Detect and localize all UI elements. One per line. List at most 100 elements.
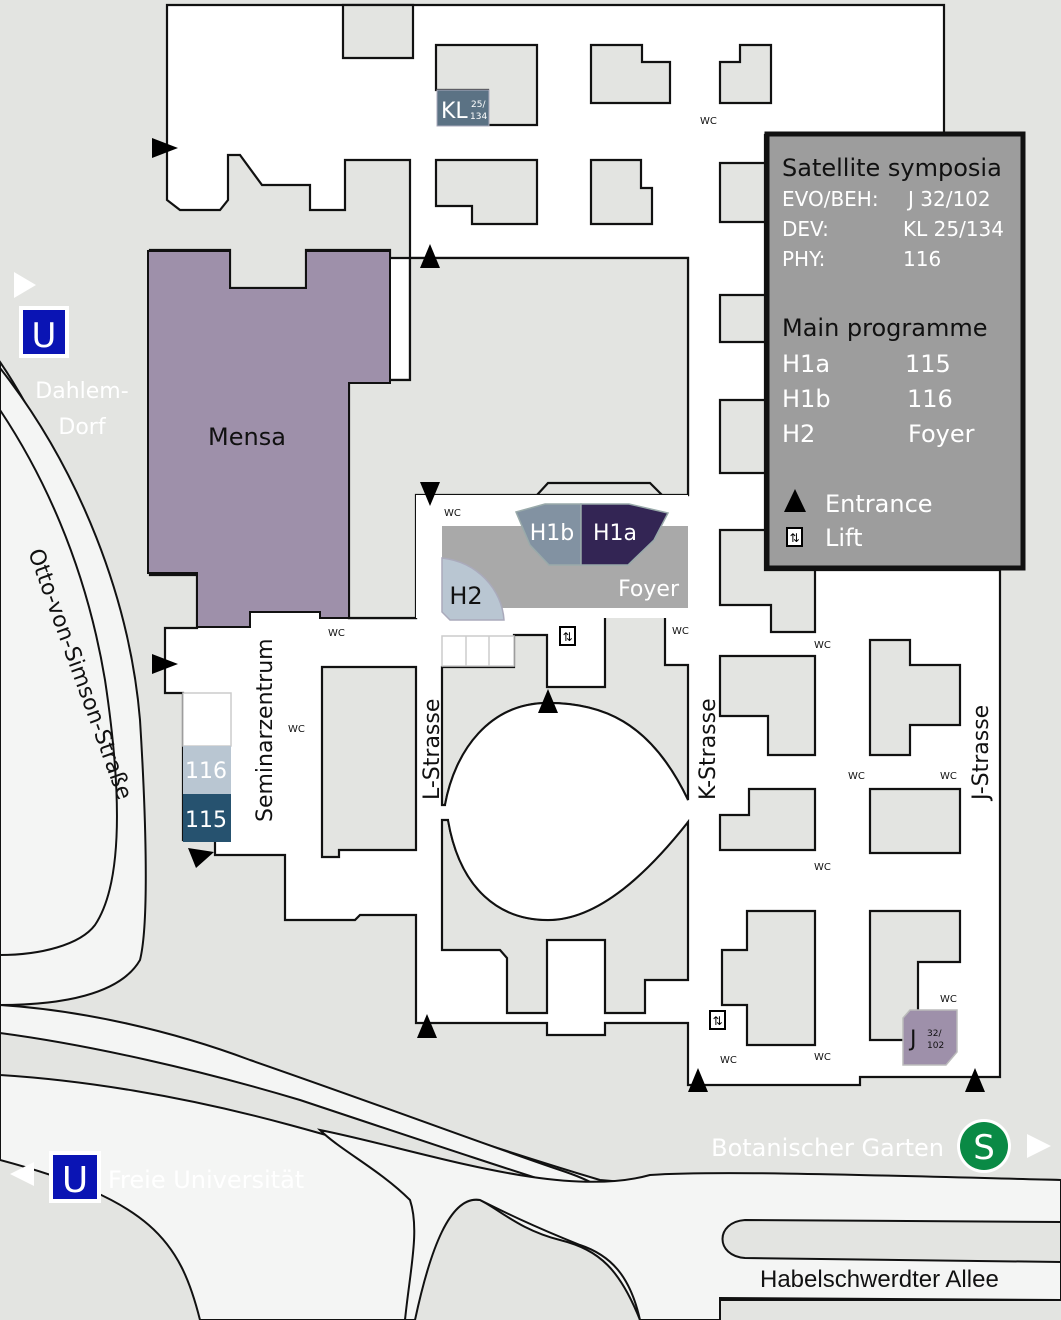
legend-satellite-value: 116 — [903, 247, 941, 271]
entrance-triangle-icon — [784, 489, 806, 512]
building-right-2 — [718, 398, 767, 475]
roads — [0, 360, 1061, 1320]
kl-num-top: 25/ — [471, 100, 486, 110]
room-blank — [182, 692, 232, 747]
legend-main-key: H1b — [782, 385, 831, 413]
entrance-triangle-icon — [965, 1068, 985, 1092]
building-central-north — [347, 256, 690, 620]
entrance-triangle-icon — [420, 482, 440, 506]
foyer-small-rooms — [441, 635, 515, 667]
room-116-label: 116 — [185, 759, 227, 784]
building-top-left-block — [341, 3, 415, 60]
direction-arrow-icon — [10, 1162, 34, 1186]
lift-icon: ⇅ — [709, 1010, 726, 1030]
j-num-bottom: 102 — [927, 1041, 944, 1051]
legend-main-value: 116 — [907, 385, 953, 413]
l-strasse-label: L-Strasse — [420, 699, 445, 800]
wc-label: WC — [672, 626, 689, 637]
legend-satellite-value: J 32/102 — [906, 187, 991, 211]
room-115-label: 115 — [185, 808, 227, 833]
station-botanischer-garten: Botanischer Garten S — [711, 1119, 1051, 1173]
svg-text:⇅: ⇅ — [789, 531, 799, 545]
entrance-triangle-icon — [152, 654, 178, 674]
building-top-4 — [718, 43, 773, 105]
entrance-triangle-icon — [152, 138, 178, 158]
building-j2 — [868, 787, 962, 855]
k-strasse-label: K-Strasse — [696, 698, 721, 800]
legend-satellite-key: DEV: — [782, 217, 829, 241]
foyer-area: H1b H1a H2 Foyer — [416, 481, 688, 667]
lifts: ⇅ ⇅ — [559, 626, 726, 1030]
legend-box — [764, 131, 1026, 571]
h2-label: H2 — [449, 582, 482, 610]
legend-satellite-key: EVO/BEH: — [782, 187, 879, 211]
direction-arrow-icon — [14, 272, 36, 298]
wc-label: WC — [848, 771, 865, 782]
legend-main-key: H1a — [782, 350, 830, 378]
u-badge-letter: U — [32, 316, 57, 356]
building-k3 — [720, 909, 817, 1047]
campus-buildings — [320, 3, 962, 1047]
j-room-box — [902, 1009, 958, 1066]
u-badge-letter: U — [62, 1160, 88, 1201]
s-bahn-badge-icon — [960, 1122, 1008, 1170]
h1b-label: H1b — [530, 521, 575, 546]
legend-main-value: Foyer — [908, 420, 975, 448]
direction-arrow-icon — [1027, 1134, 1051, 1158]
wc-label: WC — [814, 1052, 831, 1063]
wc-label: WC — [444, 508, 461, 519]
botanischer-garten-label: Botanischer Garten — [711, 1134, 944, 1162]
habelschwerdter-allee-road — [316, 1128, 1061, 1320]
legend-main-key: H2 — [782, 420, 815, 448]
wc-label: WC — [814, 862, 831, 873]
entrance-triangle-icon — [420, 244, 440, 268]
building-k2 — [718, 787, 817, 852]
hall-h1a — [580, 503, 670, 566]
room-115 — [183, 794, 231, 842]
j-room: J 32/ 102 — [902, 1009, 958, 1066]
entrance-triangle-icon — [417, 1014, 437, 1038]
legend-panel: Satellite symposia EVO/BEH: J 32/102 DEV… — [764, 131, 1026, 571]
entrance-triangle-icon — [188, 848, 214, 868]
svg-text:⇅: ⇅ — [712, 1014, 722, 1028]
habel-median — [721, 1218, 1061, 1264]
entrance-triangle-icon — [688, 1068, 708, 1092]
building-row2-3 — [718, 161, 767, 224]
building-row2-1 — [434, 158, 539, 226]
foyer-label: Foyer — [618, 577, 680, 602]
wc-label: WC — [940, 771, 957, 782]
freie-universitaet-label: Freie Universität — [108, 1166, 304, 1194]
mensa-building — [147, 250, 391, 628]
hall-h2 — [441, 557, 505, 621]
h1a-label: H1a — [593, 521, 637, 546]
wc-label: WC — [700, 116, 717, 127]
station-dahlem-dorf: U Dahlem- Dorf — [14, 272, 129, 440]
legend-satellite-title: Satellite symposia — [782, 154, 1002, 182]
mensa-label: Mensa — [208, 423, 286, 451]
lift-icon: ⇅ — [559, 626, 576, 646]
entrance-triangle-icon — [538, 689, 558, 713]
j-letter: J — [908, 1027, 917, 1052]
room-116 — [183, 746, 231, 794]
kl-room: KL 25/ 134 — [436, 89, 490, 127]
legend-lift-label: Lift — [825, 524, 862, 552]
legend-main-value: 115 — [905, 350, 951, 378]
svg-text:⇅: ⇅ — [562, 630, 572, 644]
legend-satellite-key: PHY: — [782, 247, 825, 271]
dahlem-line1: Dahlem- — [35, 379, 128, 404]
wc-labels: WC WC WC WC WC WC WC WC WC WC WC WC — [288, 116, 957, 1066]
legend-satellite-value: KL 25/134 — [903, 217, 1004, 241]
u-bahn-badge-icon — [53, 1155, 97, 1199]
seminar-rooms: 116 115 — [182, 692, 232, 842]
lift-icon: ⇅ — [786, 527, 803, 547]
legend-main-title: Main programme — [782, 314, 988, 342]
building-j1 — [868, 638, 962, 757]
station-freie-universitaet: U Freie Universität — [10, 1151, 304, 1203]
wc-label: WC — [940, 994, 957, 1005]
habelschwerdter-allee-label: Habelschwerdter Allee — [760, 1266, 999, 1293]
building-k1 — [718, 654, 817, 757]
wc-label: WC — [328, 628, 345, 639]
wc-label: WC — [814, 640, 831, 651]
foyer-roof — [534, 481, 665, 497]
